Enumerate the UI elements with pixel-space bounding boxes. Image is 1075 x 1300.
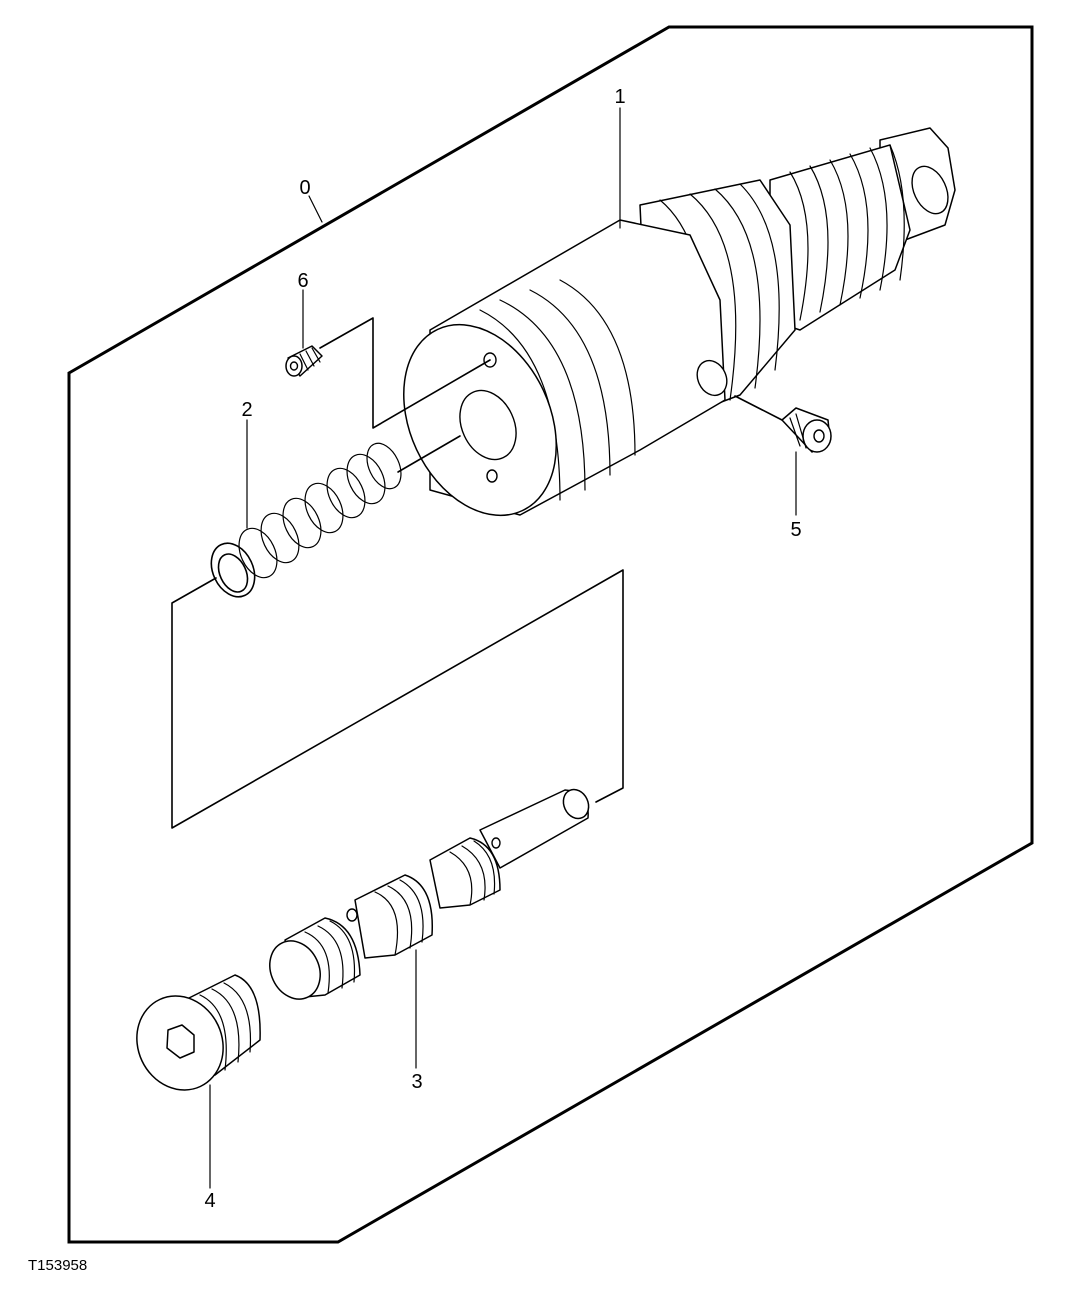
callout-0: 0 — [299, 177, 310, 199]
leader-lines — [209, 107, 797, 1189]
callout-4: 4 — [204, 1190, 215, 1212]
callout-2: 2 — [241, 399, 252, 421]
callout-6: 6 — [297, 270, 308, 292]
plug — [136, 974, 261, 1091]
callout-3: 3 — [411, 1071, 422, 1093]
set-screw-right — [781, 407, 832, 453]
spool — [269, 788, 590, 1000]
set-screw-left — [285, 345, 323, 377]
callout-5: 5 — [790, 519, 801, 541]
callout-1: 1 — [614, 86, 625, 108]
valve-body — [403, 127, 956, 517]
figure-id: T153958 — [28, 1257, 87, 1274]
assembly-flow-lines — [171, 317, 783, 829]
assembly-frame — [67, 25, 1034, 1244]
spring — [210, 442, 402, 598]
